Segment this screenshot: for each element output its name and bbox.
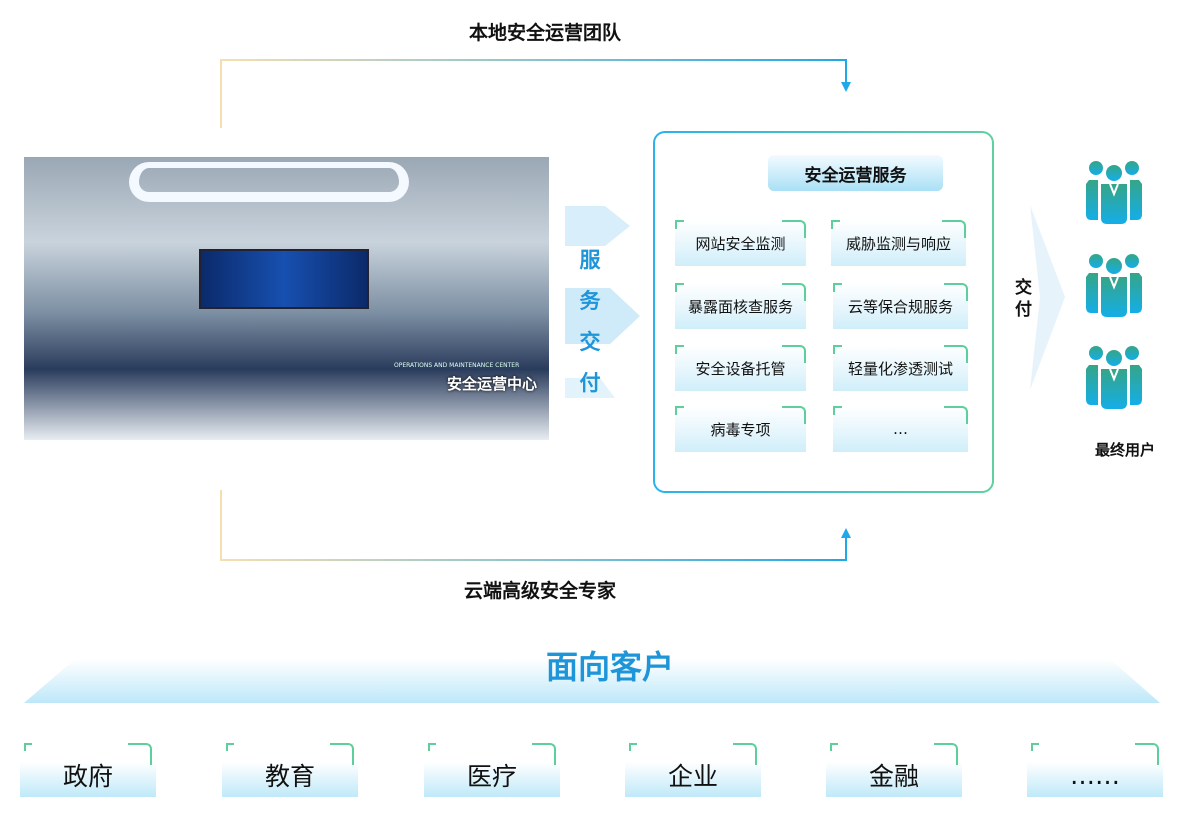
delivery-char: 交	[579, 330, 601, 354]
service-card: 威胁监测与响应	[831, 220, 966, 266]
delivery-char: 付	[1015, 300, 1032, 320]
delivery-char: 服	[579, 248, 601, 272]
delivery-char: 交	[1015, 278, 1032, 298]
top-connector-arrow	[220, 59, 851, 128]
customers-banner	[24, 659, 1160, 703]
user-group-icon	[1086, 346, 1142, 409]
top-label: 本地安全运营团队	[468, 22, 621, 44]
delivery-char: 付	[579, 371, 601, 395]
video-wall	[199, 249, 369, 309]
delivery-arrows	[565, 206, 640, 398]
bottom-connector-arrow	[220, 490, 851, 561]
delivery-char: 务	[579, 289, 601, 313]
customers-title: 面向客户	[545, 648, 674, 686]
service-card: 安全设备托管	[675, 345, 806, 391]
bottom-label: 云端高级安全专家	[463, 580, 616, 602]
services-title: 安全运营服务	[768, 155, 943, 191]
customer-card-enterprise: 企业	[625, 743, 761, 797]
delivery-vertical-text: 服 务 交 付	[575, 240, 605, 404]
delivery-chevron	[1030, 205, 1065, 390]
photo-subcaption: OPERATIONS AND MAINTENANCE CENTER	[394, 362, 520, 369]
user-group-icon	[1086, 254, 1142, 317]
user-group-icon	[1086, 161, 1142, 224]
customer-card-government: 政府	[20, 743, 156, 797]
delivery-right-text: 交 付	[1015, 277, 1032, 321]
service-card: 云等保合规服务	[833, 283, 968, 329]
ceiling-lamp	[129, 162, 409, 202]
service-card: 暴露面核查服务	[675, 283, 806, 329]
customer-card-finance: 金融	[826, 743, 962, 797]
operations-center-photo: OPERATIONS AND MAINTENANCE CENTER 安全运营中心	[24, 157, 549, 440]
end-users-label: 最终用户	[1094, 441, 1155, 459]
customer-card-medical: 医疗	[424, 743, 560, 797]
customer-card-education: 教育	[222, 743, 358, 797]
service-card: 病毒专项	[675, 406, 806, 452]
service-card: …	[833, 406, 968, 452]
service-card: 轻量化渗透测试	[833, 345, 968, 391]
customer-card-more: ……	[1027, 743, 1163, 797]
photo-caption: 安全运营中心	[446, 375, 537, 393]
service-card: 网站安全监测	[675, 220, 806, 266]
